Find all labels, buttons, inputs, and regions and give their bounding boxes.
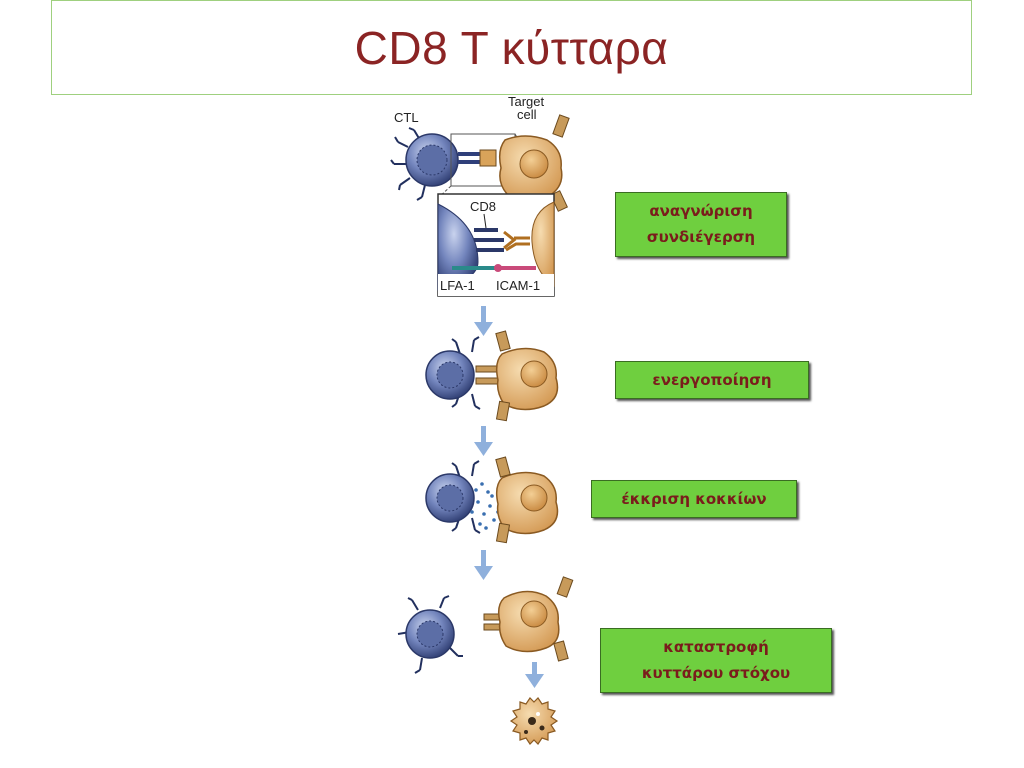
- title-box: CD8 T κύτταρα: [51, 0, 972, 95]
- target-label-line1: Target: [508, 94, 545, 109]
- down-arrow-1: [474, 306, 493, 336]
- stage-activation: [425, 330, 559, 422]
- ctl-receptors-1: [390, 127, 426, 201]
- tcr-mhc-1: [458, 149, 497, 167]
- apoptotic-cell: [509, 697, 559, 745]
- slide-title: CD8 T κύτταρα: [354, 21, 669, 74]
- target-label-line2: cell: [517, 107, 537, 122]
- lfa1-label: LFA-1: [440, 278, 475, 293]
- label-line: κυττάρου στόχου: [641, 664, 791, 682]
- stage-target-destruction: [397, 576, 574, 745]
- label-line: ενεργοποίηση: [652, 371, 772, 389]
- label-granule-release: έκκριση κοκκίων: [591, 480, 797, 518]
- label-target-destruction: καταστροφή κυττάρου στόχου: [600, 628, 832, 693]
- label-line: καταστροφή: [663, 638, 769, 656]
- target-nucleus-1: [519, 149, 549, 179]
- label-activation: ενεργοποίηση: [615, 361, 809, 399]
- ctl-killing-diagram: CTL Target cell: [390, 94, 574, 745]
- ctl-nucleus-1: [416, 144, 448, 176]
- inset: CD8 LFA-1 ICAM-1: [437, 193, 555, 297]
- label-line: αναγνώριση: [649, 202, 753, 220]
- down-arrow-3: [474, 550, 493, 580]
- icam1-label: ICAM-1: [496, 278, 540, 293]
- ctl-label: CTL: [394, 110, 419, 125]
- stage-recognition: CTL Target cell: [390, 94, 570, 297]
- granules: [470, 482, 500, 530]
- down-arrow-2: [474, 426, 493, 456]
- label-line: συνδιέγερση: [646, 228, 756, 246]
- cd8-label: CD8: [470, 199, 496, 214]
- label-recognition-costimulation: αναγνώριση συνδιέγερση: [615, 192, 787, 257]
- label-line: έκκριση κοκκίων: [621, 490, 767, 508]
- stage-granule-release: [425, 456, 559, 544]
- down-arrow-4: [525, 662, 544, 688]
